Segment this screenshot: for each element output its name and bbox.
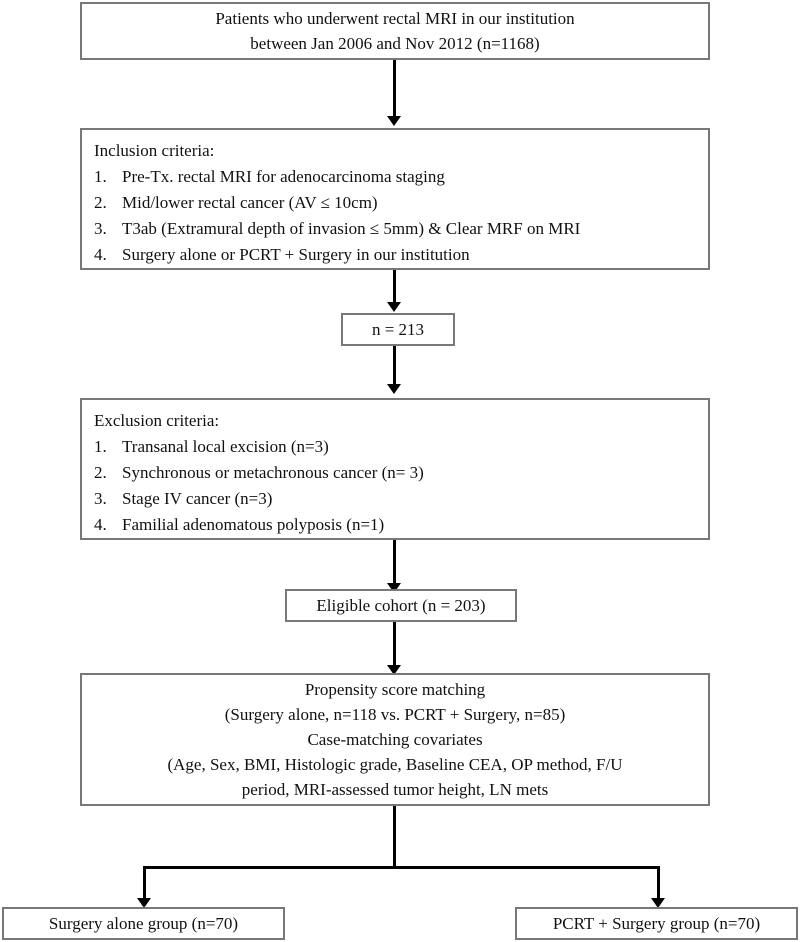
exclusion-item-3-text: Stage IV cancer (n=3) [122, 489, 273, 508]
inclusion-item-4-text: Surgery alone or PCRT + Surgery in our i… [122, 245, 470, 264]
inclusion-item-2: 2. Mid/lower rectal cancer (AV ≤ 10cm) [94, 190, 708, 216]
enrollment-line-2: between Jan 2006 and Nov 2012 (n=1168) [250, 34, 540, 53]
group-surgery-alone-label: Surgery alone group (n=70) [48, 914, 239, 933]
inclusion-item-4-number: 4. [94, 245, 107, 264]
inclusion-item-1: 1. Pre-Tx. rectal MRI for adenocarcinoma… [94, 164, 708, 190]
connector-count-to-exclusion [393, 346, 396, 385]
inclusion-item-3-number: 3. [94, 219, 107, 238]
group-pcrt-surgery-label: PCRT + Surgery group (n=70) [552, 914, 761, 933]
inclusion-heading: Inclusion criteria: [94, 141, 215, 160]
connector-eligible-to-matching [393, 622, 396, 668]
connector-exclusion-to-eligible [393, 540, 396, 585]
eligible-cohort-label: Eligible cohort (n = 203) [316, 596, 486, 615]
arrowhead-eligible [387, 583, 401, 593]
exclusion-item-1-number: 1. [94, 437, 107, 456]
node-exclusion-criteria: Exclusion criteria: 1. Transanal local e… [80, 398, 710, 540]
exclusion-item-4-text: Familial adenomatous polyposis (n=1) [122, 515, 385, 534]
connector-to-group-right [657, 866, 660, 902]
connector-enrollment-to-inclusion [393, 60, 396, 118]
node-inclusion-criteria: Inclusion criteria: 1. Pre-Tx. rectal MR… [80, 128, 710, 270]
exclusion-item-1: 1. Transanal local excision (n=3) [94, 434, 708, 460]
matching-line-2: (Surgery alone, n=118 vs. PCRT + Surgery… [224, 705, 566, 724]
exclusion-heading: Exclusion criteria: [94, 411, 220, 430]
matching-line-3: Case-matching covariates [307, 730, 483, 749]
node-propensity-matching: Propensity score matching (Surgery alone… [80, 673, 710, 806]
exclusion-item-1-text: Transanal local excision (n=3) [122, 437, 329, 456]
exclusion-item-3-number: 3. [94, 489, 107, 508]
node-group-pcrt-surgery: PCRT + Surgery group (n=70) [515, 907, 798, 940]
exclusion-item-2-number: 2. [94, 463, 107, 482]
node-enrollment: Patients who underwent rectal MRI in our… [80, 2, 710, 60]
connector-to-group-left [143, 866, 146, 902]
inclusion-item-1-text: Pre-Tx. rectal MRI for adenocarcinoma st… [122, 167, 445, 186]
arrowhead-inclusion [387, 116, 401, 126]
exclusion-item-4-number: 4. [94, 515, 107, 534]
exclusion-item-2-text: Synchronous or metachronous cancer (n= 3… [122, 463, 424, 482]
inclusion-item-3-text: T3ab (Extramural depth of invasion ≤ 5mm… [122, 219, 581, 238]
connector-matching-stem [393, 806, 396, 868]
arrowhead-group-left [137, 898, 151, 908]
inclusion-item-2-number: 2. [94, 193, 107, 212]
node-count-after-inclusion: n = 213 [341, 313, 455, 346]
matching-line-1: Propensity score matching [304, 680, 486, 699]
connector-split-rail-right [393, 866, 660, 869]
arrowhead-exclusion [387, 384, 401, 394]
inclusion-item-2-text: Mid/lower rectal cancer (AV ≤ 10cm) [122, 193, 378, 212]
exclusion-item-2: 2. Synchronous or metachronous cancer (n… [94, 460, 708, 486]
arrowhead-count [387, 302, 401, 312]
exclusion-item-3: 3. Stage IV cancer (n=3) [94, 486, 708, 512]
connector-inclusion-to-count [393, 270, 396, 303]
inclusion-item-3: 3. T3ab (Extramural depth of invasion ≤ … [94, 216, 708, 242]
exclusion-item-4: 4. Familial adenomatous polyposis (n=1) [94, 512, 708, 538]
enrollment-line-1: Patients who underwent rectal MRI in our… [215, 9, 575, 28]
inclusion-item-1-number: 1. [94, 167, 107, 186]
arrowhead-group-right [651, 898, 665, 908]
arrowhead-matching [387, 665, 401, 675]
inclusion-item-4: 4. Surgery alone or PCRT + Surgery in ou… [94, 242, 708, 268]
node-eligible-cohort: Eligible cohort (n = 203) [285, 589, 517, 622]
count-after-inclusion-label: n = 213 [371, 320, 425, 339]
matching-line-5: period, MRI-assessed tumor height, LN me… [241, 780, 549, 799]
connector-split-rail-left [143, 866, 396, 869]
matching-line-4: (Age, Sex, BMI, Histologic grade, Baseli… [167, 755, 623, 774]
node-group-surgery-alone: Surgery alone group (n=70) [2, 907, 285, 940]
